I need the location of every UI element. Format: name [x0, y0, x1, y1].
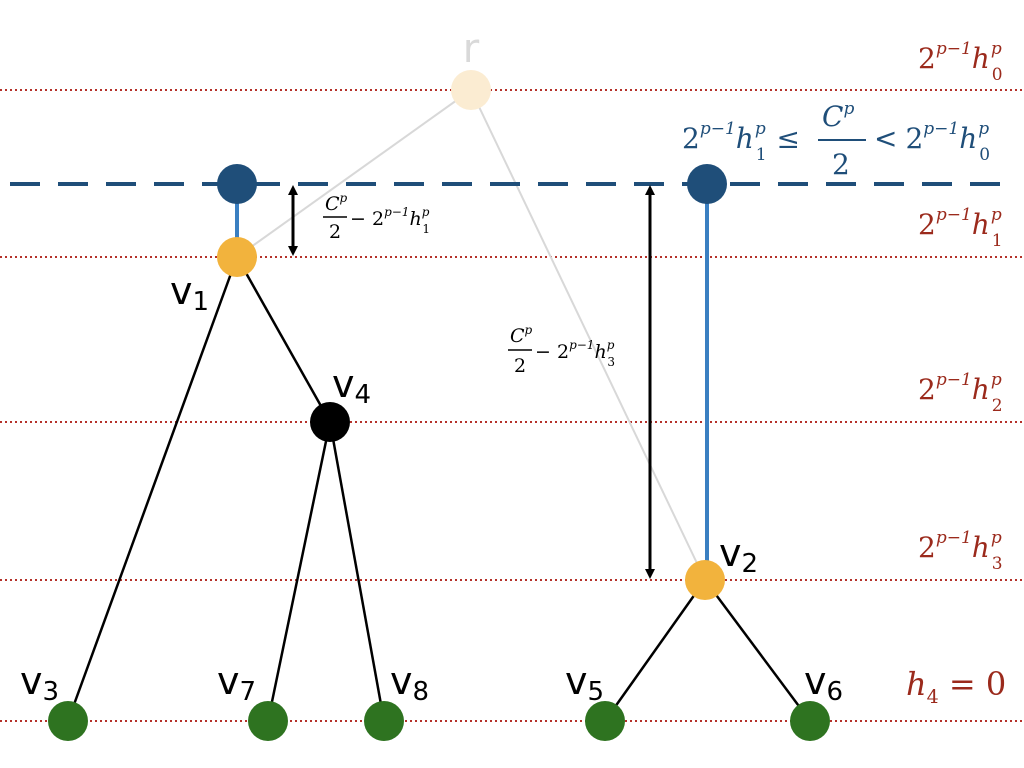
- node-v1: [217, 237, 257, 277]
- node-v8: [364, 701, 404, 741]
- label-v8: v8: [390, 659, 429, 707]
- inequality-den: 2: [832, 148, 850, 181]
- annot1-den: 2: [329, 221, 341, 243]
- node-v2: [685, 560, 725, 600]
- edge-v1-v3: [66, 256, 239, 722]
- annot2-num: Cp: [510, 323, 533, 347]
- node-v5: [585, 701, 625, 741]
- edge-v2-v6: [703, 579, 812, 722]
- annot1-num: Cp: [325, 191, 348, 215]
- node-v4: [310, 402, 350, 442]
- label-v4: v4: [332, 362, 371, 410]
- label-v1: v1: [170, 269, 209, 317]
- node-v7: [248, 701, 288, 741]
- label-v6: v6: [804, 659, 843, 707]
- inequality-num: Cp: [822, 99, 854, 133]
- edge-v4-v7: [266, 421, 332, 722]
- label-v3: v3: [20, 659, 59, 707]
- label-v2: v2: [719, 531, 758, 579]
- edge-v1-v4: [235, 256, 332, 423]
- node-v3: [48, 701, 88, 741]
- root-node: [451, 70, 491, 110]
- blue-node-right: [687, 164, 727, 204]
- faded-edge-r-v2: [470, 89, 706, 581]
- root-label: r: [463, 26, 480, 72]
- level-lines: [0, 89, 1024, 722]
- node-v6: [790, 701, 830, 741]
- tree-edges: [66, 256, 812, 722]
- blue-node-left: [217, 164, 257, 204]
- edge-v4-v8: [328, 421, 386, 722]
- faded-edge-r-v1: [236, 89, 472, 258]
- edge-v2-v5: [603, 579, 707, 722]
- label-v7: v7: [217, 659, 256, 707]
- level-label-h4: h4 = 0: [906, 665, 1006, 708]
- label-v5: v5: [565, 659, 604, 707]
- annot2-den: 2: [514, 355, 526, 377]
